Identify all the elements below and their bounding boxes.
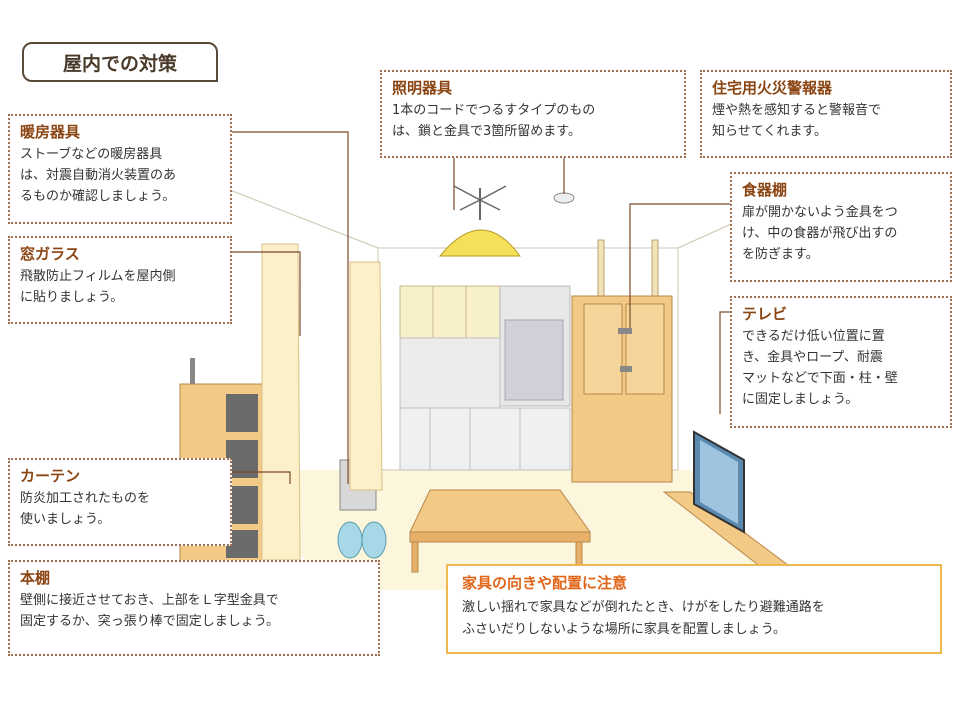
tv-illustration: [662, 430, 802, 575]
page-title: 屋内での対策: [22, 42, 218, 82]
furniture-line-1: 激しい揺れで家具などが倒れたとき、けがをしたり避難通路を: [462, 600, 825, 615]
tv-line-1: できるだけ低い位置に置: [742, 329, 885, 344]
bookshelf-line-2: 固定するか、突っ張り棒で固定しましょう。: [20, 614, 279, 629]
bookshelf-line-1: 壁側に接近させておき、上部をＬ字型金具で: [20, 593, 279, 608]
cupboard-title: 食器棚: [742, 181, 788, 199]
tv-line-2: き、金具やロープ、耐震: [742, 350, 883, 365]
curtain-section: カーテン 防炎加工されたものを 使いましょう。: [8, 458, 232, 546]
tv-line-4: に固定しましょう。: [742, 392, 859, 407]
heater-section: 暖房器具 ストーブなどの暖房器具 は、対震自動消火装置のあ るものか確認しましょ…: [8, 114, 232, 224]
window-line-1: 飛散防止フィルムを屋内側: [20, 269, 176, 284]
lighting-section: 照明器具 1本のコードでつるすタイプのもの は、鎖と金具で3箇所留めます。: [380, 70, 686, 158]
lamp-illustration: [438, 185, 521, 257]
tv-title: テレビ: [742, 305, 788, 323]
window-title: 窓ガラス: [20, 245, 80, 263]
slippers: [337, 521, 363, 559]
tv-section: テレビ できるだけ低い位置に置 き、金具やロープ、耐震 マットなどで下面・柱・壁…: [730, 296, 952, 428]
cupboard-line-3: を防ぎます。: [742, 247, 819, 262]
smoke-alarm-illustration: [553, 192, 575, 204]
lighting-title: 照明器具: [392, 79, 453, 97]
curtain-title: カーテン: [20, 467, 81, 485]
tv-line-3: マットなどで下面・柱・壁: [742, 371, 898, 386]
curtain-right: [349, 261, 383, 491]
heater-line-1: ストーブなどの暖房器具: [20, 147, 163, 162]
bookshelf-section: 本棚 壁側に接近させておき、上部をＬ字型金具で 固定するか、突っ張り棒で固定しま…: [8, 560, 380, 656]
bookshelf-title: 本棚: [20, 569, 51, 587]
window-line-2: に貼りましょう。: [20, 290, 124, 305]
alarm-title: 住宅用火災警報器: [712, 79, 833, 97]
cupboard-line-2: け、中の食器が飛び出すの: [742, 226, 898, 241]
window-section: 窓ガラス 飛散防止フィルムを屋内側 に貼りましょう。: [8, 236, 232, 324]
curtain-line-2: 使いましょう。: [20, 512, 111, 527]
curtain-left: [261, 243, 301, 561]
heater-line-2: は、対震自動消火装置のあ: [20, 168, 177, 183]
heater-title: 暖房器具: [20, 123, 81, 141]
furniture-line-2: ふさいだりしないような場所に家具を配置しましょう。: [462, 622, 786, 637]
alarm-line-1: 煙や熱を感知すると警報音で: [712, 103, 882, 118]
curtain-line-1: 防炎加工されたものを: [20, 491, 151, 506]
table-illustration: [409, 489, 591, 573]
kitchen: [399, 285, 571, 471]
cupboard-section: 食器棚 扉が開かないよう金具をつ け、中の食器が飛び出すの を防ぎます。: [730, 172, 952, 282]
furniture-title: 家具の向きや配置に注意: [462, 574, 628, 592]
lighting-line-2: は、鎖と金具で3箇所留めます。: [392, 124, 581, 139]
alarm-section: 住宅用火災警報器 煙や熱を感知すると警報音で 知らせてくれます。: [700, 70, 952, 158]
cupboard-line-1: 扉が開かないよう金具をつ: [742, 205, 898, 220]
lighting-line-1: 1本のコードでつるすタイプのもの: [392, 103, 596, 118]
cupboard-illustration: [571, 239, 673, 483]
alarm-line-2: 知らせてくれます。: [712, 124, 828, 139]
furniture-placement-note: 家具の向きや配置に注意 激しい揺れで家具などが倒れたとき、けがをしたり避難通路を…: [446, 564, 942, 654]
heater-line-3: るものか確認しましょう。: [20, 189, 176, 204]
